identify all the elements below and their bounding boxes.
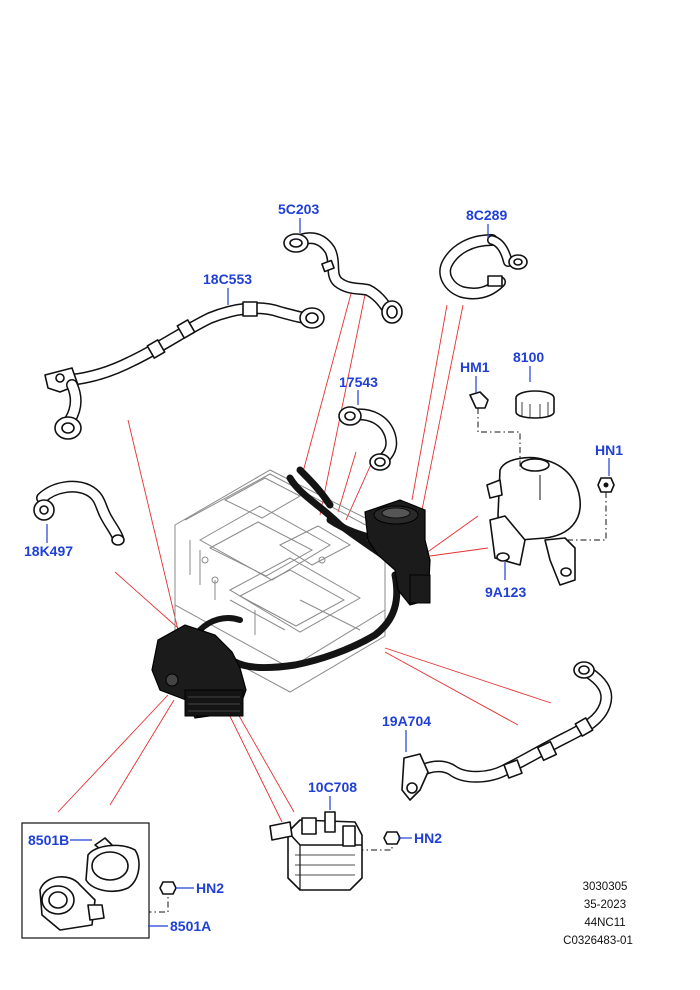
nut-hn2-left (159, 881, 177, 895)
callout-leaders (46, 218, 610, 927)
callout-hn1: HN1 (595, 442, 623, 458)
callout-8c289: 8C289 (466, 207, 507, 223)
reference-line-2: 35-2023 (584, 899, 626, 911)
callout-8501a: 8501A (170, 918, 211, 934)
reservoir-cap-8100 (515, 390, 555, 419)
expansion-tank-9a123 (486, 456, 581, 586)
hose-19a704 (401, 661, 613, 801)
sensor-hm1 (469, 391, 489, 409)
callout-10c708: 10C708 (308, 779, 357, 795)
callout-labels: 5C203 8C289 18C553 HM1 8100 17543 HN1 18… (24, 201, 623, 934)
callout-9a123: 9A123 (485, 584, 526, 600)
nut-hn2-right (383, 831, 401, 845)
reference-line-1: 3030305 (583, 881, 628, 893)
leader-lines (57, 289, 552, 823)
hose-18k497 (33, 480, 125, 546)
callout-hn2-right: HN2 (414, 830, 442, 846)
callout-5c203: 5C203 (278, 201, 319, 217)
installed-pump-block (364, 499, 431, 606)
callout-18c553: 18C553 (203, 271, 252, 287)
hose-18c553 (44, 301, 325, 440)
reference-block: 3030305 35-2023 44NC11 C0326483-01 (563, 881, 633, 947)
inset-box-8501 (21, 822, 150, 939)
callout-hm1: HM1 (460, 359, 490, 375)
callout-17543: 17543 (339, 374, 378, 390)
installed-valve-block (151, 624, 247, 719)
callout-19a704: 19A704 (382, 713, 431, 729)
reference-line-4: C0326483-01 (563, 935, 633, 947)
callout-8501b: 8501B (28, 832, 69, 848)
callout-8100: 8100 (513, 349, 544, 365)
nut-hn1 (597, 477, 615, 493)
valve-10c708 (269, 811, 363, 891)
electric-drive-housing-ghost (174, 469, 386, 693)
callout-18k497: 18K497 (24, 543, 73, 559)
hose-5c203 (283, 232, 403, 324)
hose-8c289 (439, 234, 528, 300)
hose-17543 (338, 406, 398, 471)
callout-hn2-left: HN2 (196, 880, 224, 896)
reference-line-3: 44NC11 (584, 917, 625, 929)
